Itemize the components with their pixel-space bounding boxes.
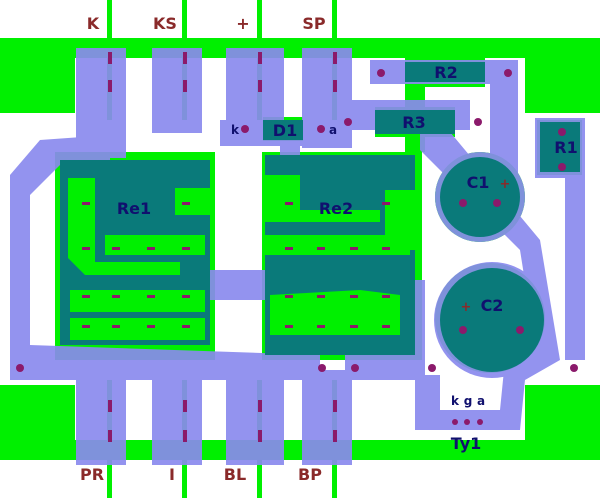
terminal-label-k: K xyxy=(87,14,100,33)
terminal-label-sp: SP xyxy=(302,14,326,33)
label-c2: C2 xyxy=(481,296,504,315)
label-c1: C1 xyxy=(467,173,490,192)
vias xyxy=(16,69,578,425)
ty1-g-label: g xyxy=(464,394,473,408)
label-r2: R2 xyxy=(434,63,457,82)
component-labels: R2 R3 D1 R1 C1 C2 Re1 Re2 Ty1 xyxy=(117,63,578,453)
top-terminal-labels: K KS + SP xyxy=(87,14,326,33)
terminal-label-plus: + xyxy=(236,14,249,33)
bottom-terminal-labels: PR I BL BP xyxy=(80,465,322,484)
c1-plus-label: + xyxy=(500,177,511,192)
label-d1: D1 xyxy=(273,121,297,140)
label-ty1: Ty1 xyxy=(451,434,482,453)
d1-k-label: k xyxy=(231,123,240,137)
relay-tracks xyxy=(68,175,415,340)
pin-labels: k a k g a + + xyxy=(231,123,510,408)
label-r3: R3 xyxy=(402,113,425,132)
relay-pads xyxy=(82,202,390,328)
d1-a-label: a xyxy=(329,123,337,137)
label-r1: R1 xyxy=(554,138,577,157)
label-re2: Re2 xyxy=(319,199,353,218)
ty1-a-label: a xyxy=(477,394,485,408)
terminal-label-pr: PR xyxy=(80,465,104,484)
terminal-label-i: I xyxy=(169,465,175,484)
c2-plus-label: + xyxy=(461,300,472,315)
terminal-label-bp: BP xyxy=(298,465,322,484)
ty1-k-label: k xyxy=(451,394,460,408)
terminal-label-bl: BL xyxy=(224,465,246,484)
terminal-label-ks: KS xyxy=(153,14,177,33)
label-re1: Re1 xyxy=(117,199,151,218)
terminal-pins xyxy=(108,52,337,442)
